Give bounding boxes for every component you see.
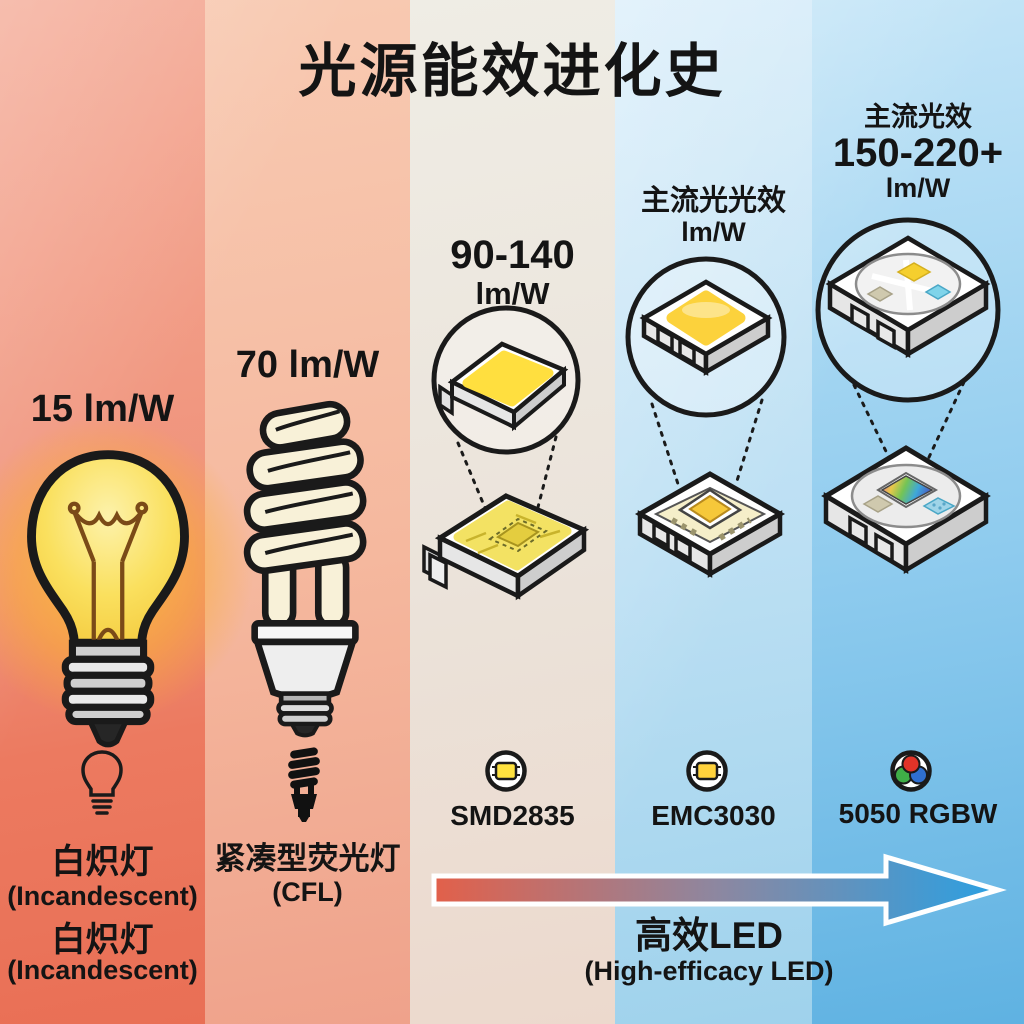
smd2835-chip-top: [438, 341, 569, 432]
efficacy-incandescent: 15 lm/W: [30, 388, 175, 430]
rgbw5050-chip-large: [821, 445, 991, 574]
label-led-cn: 高效LED: [635, 915, 783, 956]
chip-label-5050rgbw: 5050 RGBW: [838, 798, 998, 829]
smd2835-chip-large: [422, 493, 590, 601]
label-cfl-en: (CFL): [272, 877, 343, 907]
label-incandescent-en: (Incandescent): [7, 881, 198, 911]
bulb-outline-icon: [81, 750, 123, 815]
label-incandescent-cn: 白炽灯: [51, 843, 154, 881]
chip-label-emc3030: EMC3030: [651, 800, 776, 831]
efficacy-emc-heading: 主流光光效: [640, 185, 786, 217]
incandescent-bulb-illustration: [27, 450, 189, 748]
emc3030-chip-top: [639, 279, 773, 376]
emc3030-chip-large: [634, 471, 786, 578]
label-incandescent-en-dup: (Incandescent): [7, 955, 198, 985]
rgbw5050-zoom-illustration: [815, 217, 1001, 574]
cfl-bulb-illustration: [243, 400, 367, 738]
efficacy-smd-range: 90-140: [450, 233, 575, 277]
efficacy-rgbw-unit: lm/W: [885, 173, 951, 203]
rgb-circles-icon: [890, 750, 932, 792]
label-cfl-cn: 紧凑型荧光灯: [214, 841, 401, 876]
efficiency-gradient-arrow: [431, 853, 1007, 927]
label-incandescent-cn-dup: 白炽灯: [51, 921, 154, 959]
efficacy-rgbw-heading: 主流光效: [864, 102, 972, 132]
smd2835-zoom-illustration: [422, 305, 590, 601]
label-led-en: (High-efficacy LED): [584, 956, 834, 986]
chip-label-smd2835: SMD2835: [450, 800, 575, 831]
efficacy-rgbw-range: 150-220+: [832, 131, 1004, 175]
led-chip-icon-emc: [686, 750, 728, 792]
led-chip-icon-smd: [485, 750, 527, 792]
emc3030-zoom-illustration: [625, 256, 787, 578]
efficacy-cfl: 70 lm/W: [235, 344, 380, 386]
rgbw5050-chip-top: [825, 235, 991, 358]
efficacy-smd-unit: lm/W: [475, 276, 550, 311]
efficacy-emc-unit: lm/W: [681, 217, 746, 247]
page-title: 光源能效进化史: [298, 39, 726, 104]
cfl-solid-icon: [288, 747, 320, 822]
